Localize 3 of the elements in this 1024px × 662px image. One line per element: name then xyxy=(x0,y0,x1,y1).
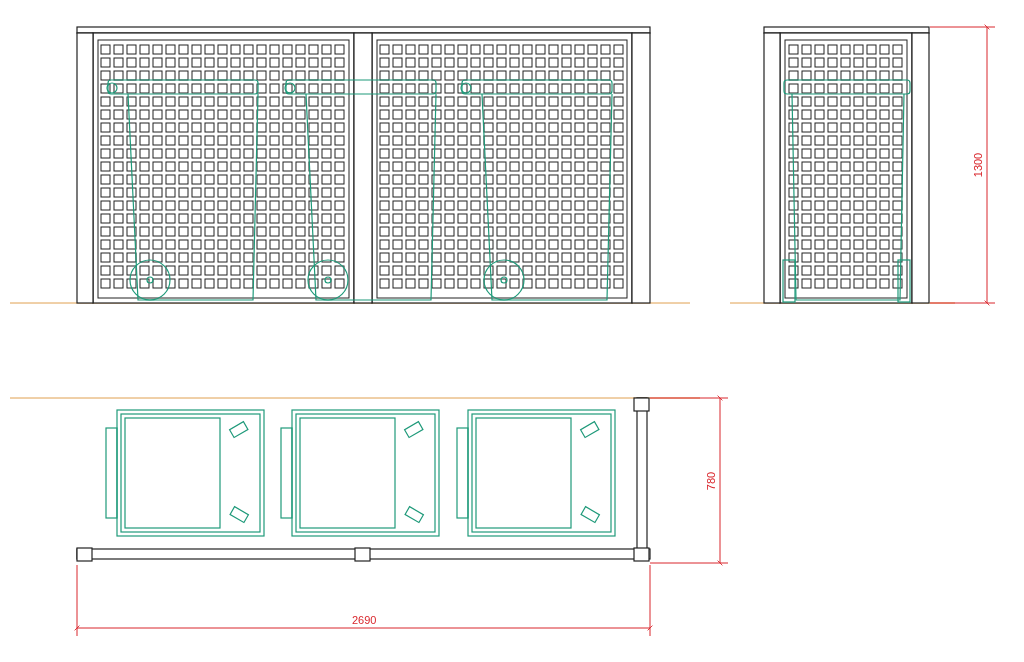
dimension-label: 2690 xyxy=(352,614,377,626)
dimension-label: 780 xyxy=(705,471,718,491)
dimension-label: 1300 xyxy=(972,152,985,178)
